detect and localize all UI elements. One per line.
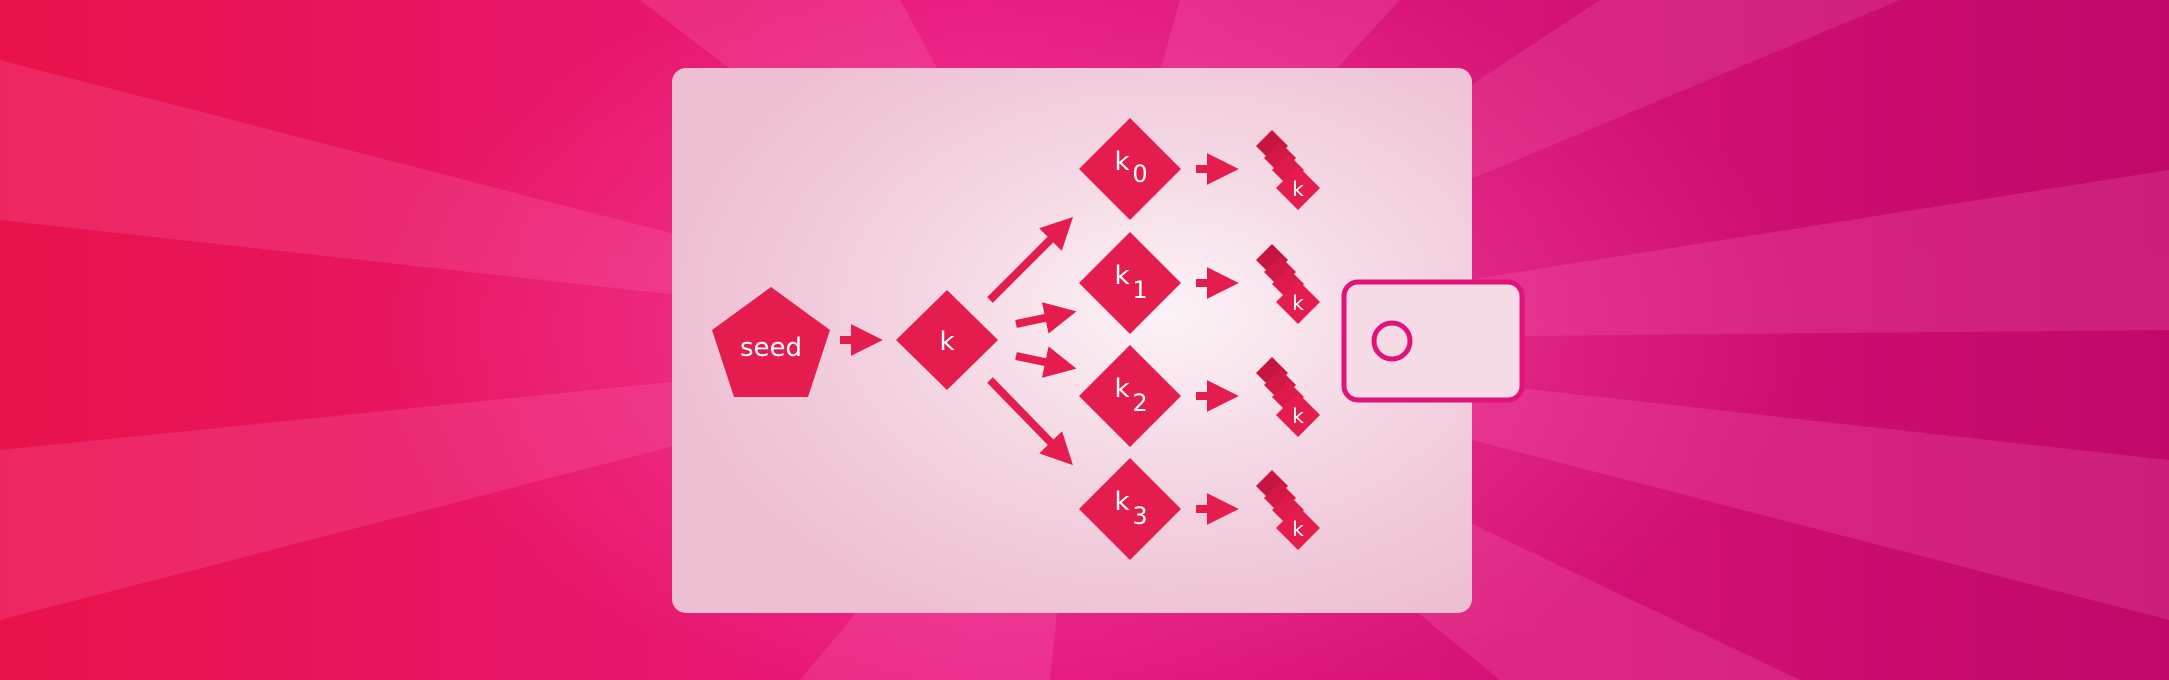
child-key-subscript: 2	[1132, 389, 1147, 417]
child-key-subscript: 1	[1132, 276, 1147, 304]
child-key-k1: k 1	[1079, 232, 1181, 334]
pentagon-shape	[712, 287, 830, 397]
arrow-master-to-k2	[1015, 346, 1077, 378]
child-key-subscript: 3	[1132, 502, 1147, 530]
key-stack-label: k	[1292, 177, 1304, 201]
diamond-shape	[1079, 118, 1181, 220]
diamond-shape	[1079, 345, 1181, 447]
arrow-master-to-k1	[1015, 302, 1077, 334]
child-key-subscript: 0	[1132, 160, 1147, 188]
master-key-label: k	[939, 327, 954, 357]
key-stack-label: k	[1292, 291, 1304, 315]
master-key-node: k	[896, 290, 998, 390]
child-key-label: k	[1114, 374, 1129, 404]
stacked-diamonds-icon: k	[1256, 470, 1320, 550]
arrow-master-to-k3	[987, 377, 1073, 466]
child-key-label: k	[1114, 261, 1129, 291]
child-key-k2: k 2	[1079, 345, 1181, 447]
child-key-label: k	[1114, 147, 1129, 177]
arrow-master-to-k0	[987, 216, 1074, 303]
diamond-shape	[896, 290, 998, 390]
stacked-diamonds-icon: k	[1256, 130, 1320, 210]
child-key-k0: k 0	[1079, 118, 1181, 220]
diamond-shape	[1079, 458, 1181, 560]
seed-label: seed	[740, 333, 802, 363]
stacked-diamonds-icon: k	[1256, 244, 1320, 324]
child-key-k3: k 3	[1079, 458, 1181, 560]
seed-node: seed	[712, 287, 830, 397]
circle-button-icon	[1371, 320, 1413, 362]
wallet-clasp	[1341, 279, 1525, 403]
stacked-diamonds-icon: k	[1256, 357, 1320, 437]
diamond-shape	[1079, 232, 1181, 334]
child-key-label: k	[1114, 487, 1129, 517]
key-stack-label: k	[1292, 404, 1304, 428]
key-stack-label: k	[1292, 517, 1304, 541]
